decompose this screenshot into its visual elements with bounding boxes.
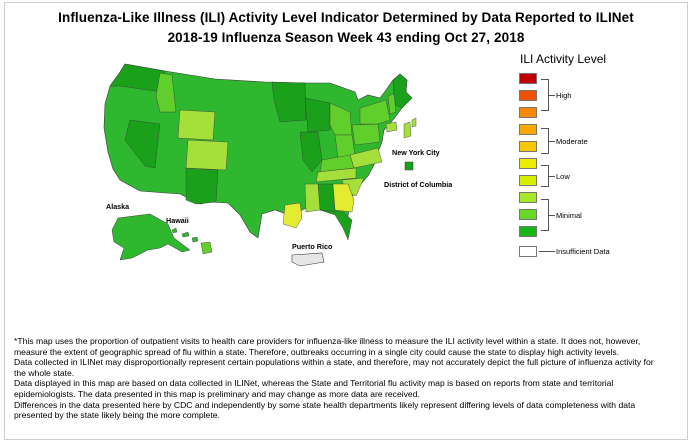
state-alabama-dark bbox=[317, 183, 336, 213]
state-florida-dark bbox=[319, 209, 353, 241]
legend-brace-minimal bbox=[541, 199, 549, 231]
state-mississippi-yellowgreen bbox=[304, 183, 321, 213]
state-newhampshire-light bbox=[387, 93, 397, 115]
legend-swatch-level-4 bbox=[519, 175, 537, 186]
legend-swatch-level-5 bbox=[519, 158, 537, 169]
legend-label-moderate: Moderate bbox=[556, 137, 588, 146]
legend-swatch-level-3 bbox=[519, 192, 537, 203]
footnote-paragraph-3: Data displayed in this map are based on … bbox=[14, 378, 614, 399]
legend-label-low: Low bbox=[556, 172, 570, 181]
alaska-shape bbox=[111, 213, 191, 261]
legend-title: ILI Activity Level bbox=[520, 52, 607, 66]
state-washington-dark bbox=[109, 63, 166, 93]
legend-swatch-level-8 bbox=[519, 107, 537, 118]
state-virginia-yellowgreen bbox=[349, 147, 383, 169]
new-york-city-shapes bbox=[403, 117, 417, 139]
label-district-of-columbia: District of Columbia bbox=[384, 180, 453, 189]
state-illinois-dark bbox=[299, 131, 323, 173]
footnote: *This map uses the proportion of outpati… bbox=[14, 336, 654, 421]
legend-label-high: High bbox=[556, 91, 572, 100]
legend-swatch-level-10 bbox=[519, 73, 537, 84]
legend-swatch-level-2 bbox=[519, 209, 537, 220]
state-minnesota-dark bbox=[271, 81, 307, 123]
legend-swatch-level-6 bbox=[519, 141, 537, 152]
legend-label-minimal: Minimal bbox=[556, 211, 582, 220]
state-connecticut-yellowgreen bbox=[385, 121, 398, 133]
hawaii-shapes bbox=[171, 227, 213, 255]
state-maine-dark bbox=[392, 73, 413, 109]
state-pennsylvania-light bbox=[351, 123, 381, 146]
legend-brace-high bbox=[541, 79, 549, 111]
legend-swatch-level-9 bbox=[519, 90, 537, 101]
label-hawaii: Hawaii bbox=[166, 216, 189, 225]
legend-swatch-level-1 bbox=[519, 226, 537, 237]
puerto-rico-shape bbox=[291, 252, 325, 267]
state-newmexico-dark bbox=[185, 167, 219, 205]
figure-frame bbox=[4, 2, 688, 440]
footnote-paragraph-1: *This map uses the proportion of outpati… bbox=[14, 336, 641, 357]
map-title: Influenza-Like Illness (ILI) Activity Le… bbox=[58, 10, 634, 25]
legend-swatch-level-7 bbox=[519, 124, 537, 135]
label-puerto-rico: Puerto Rico bbox=[292, 242, 333, 251]
state-nevada-dark bbox=[124, 119, 161, 169]
us-ili-map bbox=[103, 63, 417, 267]
label-alaska: Alaska bbox=[106, 202, 130, 211]
legend-label-insufficient: Insufficient Data bbox=[556, 247, 610, 256]
state-wisconsin-dark bbox=[304, 97, 331, 133]
state-newyork-light bbox=[359, 99, 391, 125]
label-new-york-city: New York City bbox=[392, 148, 440, 157]
state-tennessee-yellowgreen bbox=[315, 167, 357, 183]
state-colorado-yellowgreen bbox=[185, 139, 229, 171]
legend-swatch-level-0 bbox=[519, 246, 537, 257]
footnote-paragraph-2: Data collected in ILINet may disproporti… bbox=[14, 357, 654, 378]
footnote-paragraph-4: Differences in the data presented here b… bbox=[14, 399, 636, 421]
district-of-columbia-shape bbox=[404, 161, 414, 171]
state-idaho-light bbox=[155, 72, 177, 113]
state-louisiana-yellow bbox=[282, 202, 303, 229]
map-subtitle: 2018-19 Influenza Season Week 43 ending … bbox=[167, 30, 525, 45]
state-georgia-yellow bbox=[332, 183, 355, 213]
legend-brace-low bbox=[541, 165, 549, 187]
state-wyoming-yellowgreen bbox=[177, 109, 216, 141]
legend-brace-moderate bbox=[541, 128, 549, 154]
